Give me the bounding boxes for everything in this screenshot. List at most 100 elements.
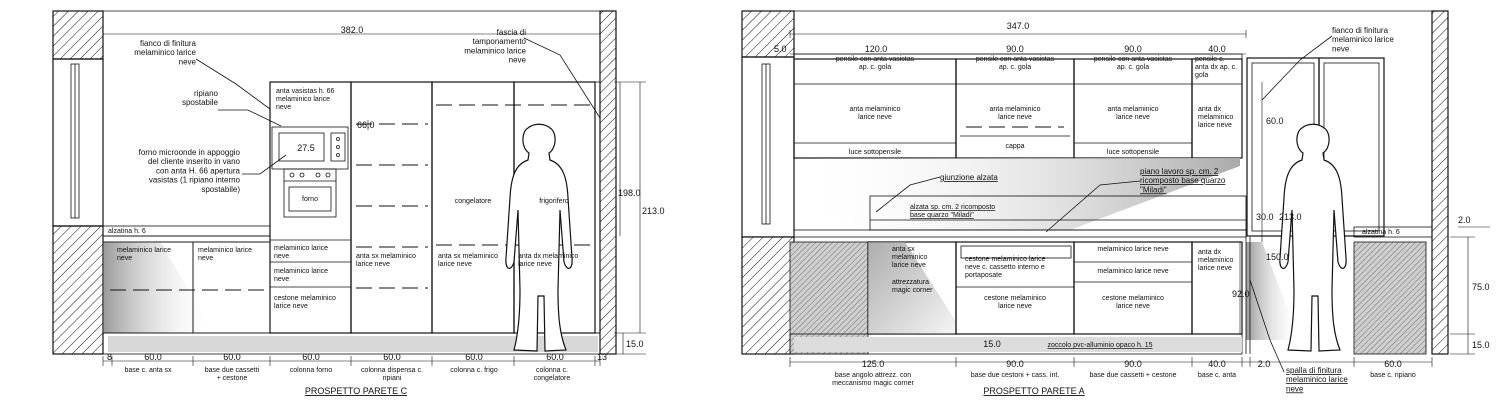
dim-2-a: 2.0: [1458, 215, 1471, 225]
caption-a-2: base due cestoni + cass. int.: [971, 372, 1060, 379]
wall-section-bottom-left: [52, 225, 104, 355]
dim-75-a: 75.0: [1472, 282, 1490, 292]
human-figure-a: [1279, 123, 1347, 352]
label-alzatina-a: alzatina h. 6: [1362, 229, 1400, 236]
wall-void-left: [52, 58, 104, 227]
title-parete-c: PROSPETTO PARETE C: [305, 386, 408, 396]
dim-15-plinth-a: 15.0: [983, 339, 1001, 349]
caption-c-3: colonna forno: [290, 367, 333, 374]
label-frigorifero: frigorifero: [539, 198, 569, 205]
dim-top-a-4: 40.0: [1208, 44, 1226, 54]
dim-plinth-c: 15.0: [626, 339, 644, 349]
wall-section-bottom-left-a: [741, 236, 795, 355]
dim-base-a-3: 90.0: [1124, 359, 1142, 369]
dim-base-a-6: 60.0: [1384, 359, 1402, 369]
caption-a-4: base c. anta: [1198, 372, 1236, 379]
wall-section-top-left: [52, 10, 104, 60]
dim-microwave-recess: 66.0: [357, 120, 375, 130]
dim-base-c-2: 60.0: [223, 352, 241, 362]
dim-base-a-4: 40.0: [1208, 359, 1226, 369]
wall-section-right-a: [1431, 10, 1449, 355]
dim-edge-right-c: 13: [597, 352, 607, 362]
caption-c-1: base c. anta sx: [124, 367, 172, 374]
dim-left-offset-a: 5.0: [774, 44, 787, 54]
dim-60-a: 60.0: [1266, 116, 1284, 126]
label-drawer-a: melaminico larice neve: [1097, 246, 1168, 253]
base-ripiano-section: [1353, 241, 1427, 355]
dim-15-right-a: 15.0: [1472, 340, 1490, 350]
label-drawer-b: melaminico larice neve: [1097, 268, 1168, 275]
title-parete-a: PROSPETTO PARETE A: [983, 386, 1084, 396]
note-giunzione: giunzione alzata: [940, 173, 998, 182]
caption-c-2: base due cassetti+ cestone: [205, 367, 260, 382]
label-alzatina-c: alzatina h. 6: [108, 228, 146, 235]
caption-c-6: colonna c.congelatore: [534, 367, 571, 382]
caption-c-4: colonna dispensa c.ripiani: [361, 367, 423, 382]
alzatina-a: [1353, 226, 1433, 238]
dim-base-c-5: 60.0: [465, 352, 483, 362]
dim-top-a-3: 90.0: [1124, 44, 1142, 54]
caption-a-5: base c. ripiano: [1370, 372, 1416, 379]
base-cassetti-a: [1073, 241, 1193, 335]
dim-top-a-2: 90.0: [1006, 44, 1024, 54]
dim-198: 198.0: [618, 188, 641, 198]
dim-150-a: 150.0: [1266, 252, 1289, 262]
dim-base-c-1: 60.0: [144, 352, 162, 362]
dim-base-a-5: 2.0: [1258, 359, 1271, 369]
elevation-parete-a: 347.0 5.0 120.0 90.0 90.0 40.0 pensile c…: [741, 10, 1490, 396]
luce-sottopensile-2: luce sottopensile: [1107, 149, 1159, 156]
dim-213-a: 213.0: [1279, 212, 1302, 222]
plinth-c: [102, 332, 601, 355]
dim-base-c-3: 60.0: [302, 352, 320, 362]
dim-base-a-1: 125.0: [862, 359, 885, 369]
caption-c-5: colonna c. frigo: [450, 367, 498, 374]
caption-a-3: base due cassetti + cestone: [1090, 372, 1177, 379]
luce-sottopensile-1: luce sottopensile: [849, 149, 901, 156]
dim-microwave-small: 27.5: [297, 143, 315, 153]
colonna-frigo: [431, 81, 515, 334]
dim-total-c: 382.0: [341, 25, 364, 35]
human-figure-c: [505, 123, 573, 352]
label-forno: forno: [302, 196, 318, 203]
label-congelatore: congelatore: [455, 198, 492, 205]
pensile-header-4: pensile c.anta dx ap. c.gola: [1195, 56, 1237, 79]
dim-30-a: 30.0: [1256, 212, 1274, 222]
label-zoccolo: zoccolo pvc-alluminio opaco h. 15: [1047, 342, 1152, 349]
dim-top-a-1: 120.0: [865, 44, 888, 54]
wall-void-left-a: [741, 56, 795, 238]
piano-lavoro-a: [793, 229, 1247, 238]
dim-base-c-4: 60.0: [383, 352, 401, 362]
wall-section-right: [599, 10, 617, 355]
dim-92-a: 92.0: [1232, 289, 1250, 299]
